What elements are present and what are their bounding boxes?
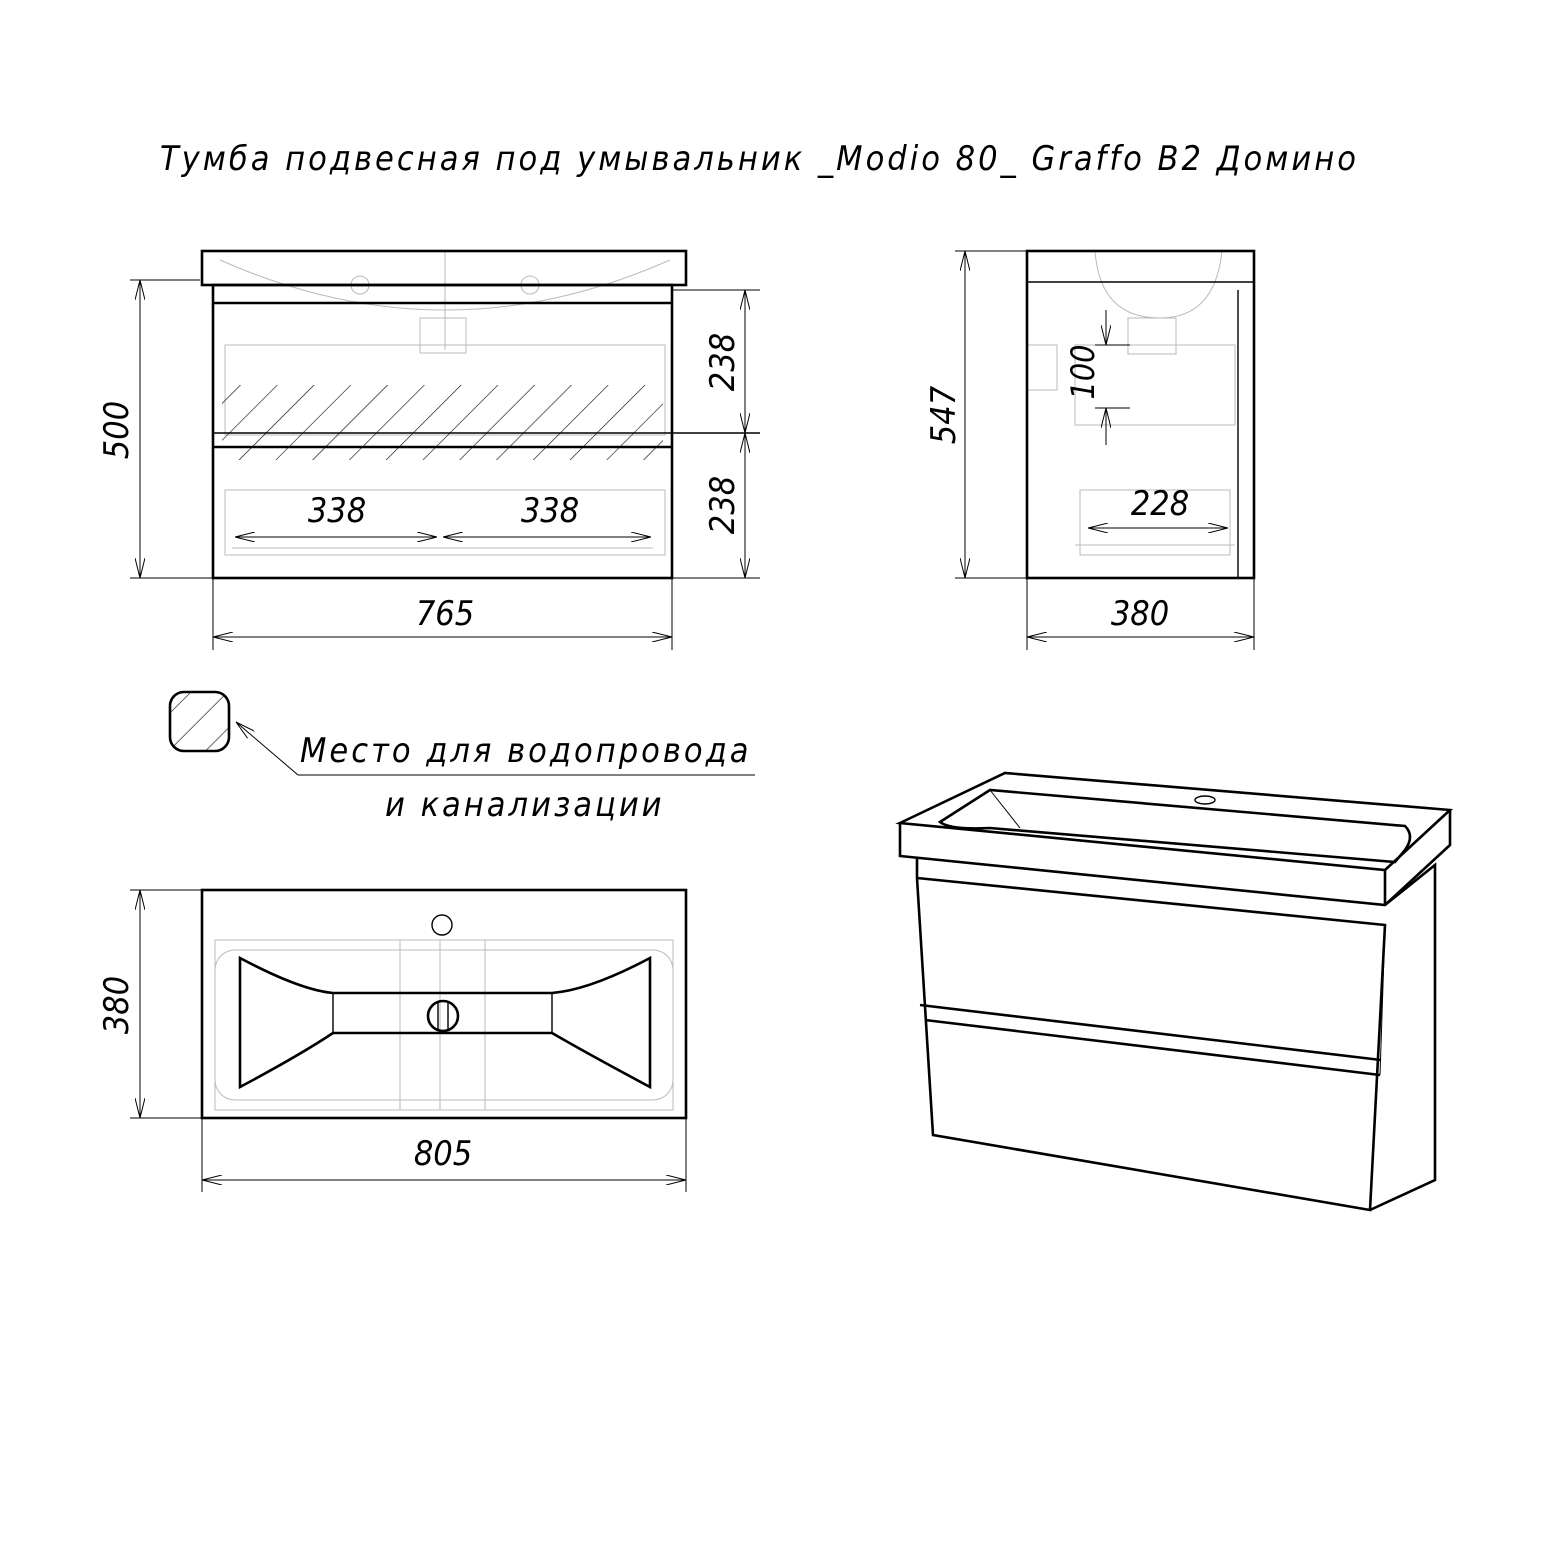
plumbing-zone-hatch — [222, 385, 663, 460]
dim-width-805: 805 — [414, 1134, 472, 1174]
hatch-sample-icon — [170, 692, 229, 751]
dim-offset-100: 100 — [1064, 345, 1102, 400]
dim-drawer-top: 238 — [703, 333, 743, 391]
isometric-view — [895, 771, 1454, 1212]
dim-top-depth-380: 380 — [97, 976, 137, 1034]
dim-drawer-bottom: 238 — [703, 476, 743, 534]
dim-width-765: 765 — [416, 594, 474, 634]
legend-text-line2: и канализации — [385, 785, 665, 825]
dim-inner-right: 338 — [521, 491, 579, 531]
dim-height-500: 500 — [97, 401, 137, 459]
side-view: 547 100 228 380 — [924, 249, 1256, 650]
dim-inner-depth-228: 228 — [1131, 484, 1189, 524]
drawing-title: Тумба подвесная под умывальник _Modio 80… — [160, 139, 1359, 179]
top-view: 380 805 — [97, 888, 688, 1192]
legend: Место для водопровода и канализации — [168, 690, 755, 825]
front-view: 500 238 238 338 338 765 — [97, 249, 760, 650]
dim-depth-380: 380 — [1111, 594, 1169, 634]
dim-height-547: 547 — [924, 385, 964, 444]
legend-text-line1: Место для водопровода — [300, 731, 751, 771]
dim-inner-left: 338 — [308, 491, 366, 531]
